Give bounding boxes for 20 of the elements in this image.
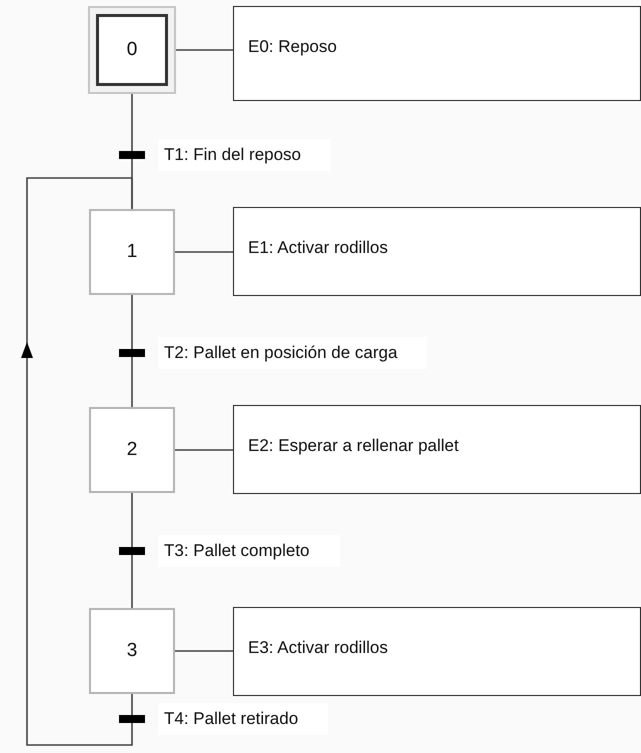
step-number: 3 [126,640,138,662]
transition-label: T1: Fin del reposo [158,139,332,171]
action-text: E3: Activar rodillos [248,638,388,657]
transition-label: T2: Pallet en posición de carga [158,337,428,369]
action-box [233,607,641,696]
step-box [89,209,175,295]
action-box [233,6,641,101]
action-box [233,405,641,494]
step-number: 2 [126,439,138,461]
initial-step-box [88,6,176,94]
step-number: 1 [126,241,138,263]
action-text: E0: Reposo [248,37,337,56]
action-text: E2: Esperar a rellenar pallet [248,436,459,455]
action-text: E1: Activar rodillos [248,238,388,257]
step-box [89,407,175,493]
step-number: 0 [126,39,138,61]
transition-label: T4: Pallet retirado [158,703,328,735]
step-box [89,608,175,694]
transition-label: T3: Pallet completo [158,535,340,567]
action-box [233,207,641,296]
